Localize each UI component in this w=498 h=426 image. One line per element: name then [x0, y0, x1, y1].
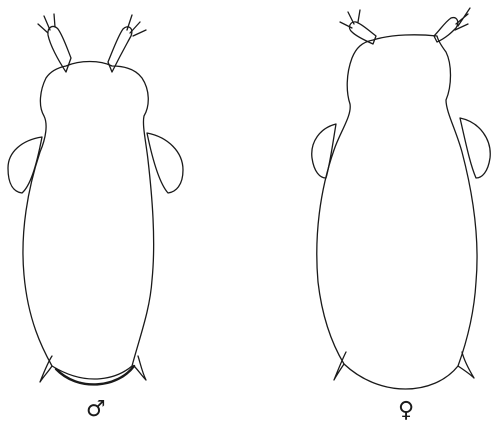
female-right-spine: [458, 352, 474, 378]
male-body: [23, 62, 154, 380]
male-right-lobe: [147, 133, 183, 193]
male-right-spine: [134, 356, 146, 380]
female-body: [317, 35, 477, 389]
female-sex-symbol: ♀: [398, 400, 414, 422]
male-left-lobe: [8, 137, 42, 193]
female-left-lobe: [312, 124, 336, 178]
male-left-spine: [40, 356, 52, 382]
male-sex-symbol: ♂: [86, 399, 106, 421]
male-specimen-outline: [8, 14, 183, 384]
female-specimen-outline: [312, 8, 490, 389]
female-right-lobe: [460, 118, 490, 178]
male-right-antenna-setae: [127, 15, 146, 36]
male-posterior-margin: [56, 366, 134, 384]
male-left-antenna-setae: [38, 14, 55, 33]
